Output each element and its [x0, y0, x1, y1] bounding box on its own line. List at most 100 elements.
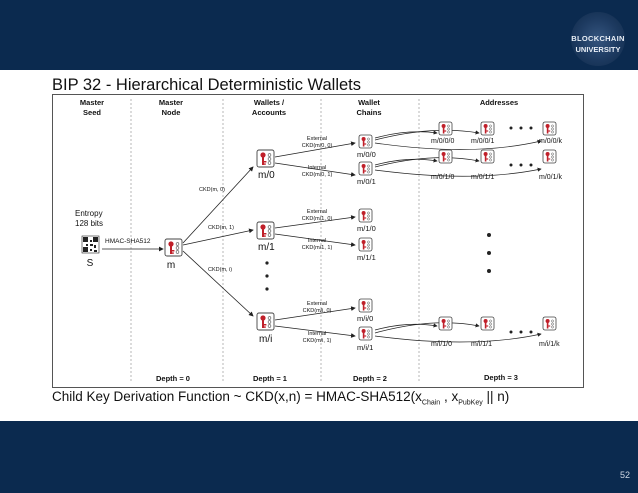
- curve-r2-a1: [374, 157, 480, 168]
- col-header-master-node: Master: [159, 98, 183, 107]
- addr-r3-0-key-icon: [438, 316, 453, 331]
- curve-r1-ak: [374, 139, 542, 150]
- chain-m1-external-ckd: CKD(m/1, 0): [302, 216, 333, 222]
- arrow-m0-internal: [274, 162, 356, 177]
- arrow-m-to-m1: [182, 228, 254, 246]
- curve-r3-a1: [374, 322, 480, 334]
- seed-label: S: [87, 258, 94, 269]
- depth-0-label: Depth = 0: [156, 374, 190, 383]
- col-header-wallet-chains: Wallet: [358, 98, 380, 107]
- addr-r1-k-label: m/0/0/k: [539, 138, 562, 145]
- addr-r1-k-key-icon: [542, 121, 557, 136]
- svg-text:Accounts: Accounts: [252, 108, 286, 117]
- chain-m11-key-icon: [358, 237, 373, 252]
- addr-r1-ellipsis: [509, 126, 513, 130]
- addr-r2-0-key-icon: [438, 149, 453, 164]
- curve-r3-ak: [374, 332, 542, 343]
- col-header-addresses: Addresses: [480, 98, 518, 107]
- addr-r2-k-label: m/0/1/k: [539, 174, 562, 181]
- chain-mi-external-title: External: [307, 301, 327, 307]
- arrow-mi-external: [274, 306, 356, 321]
- master-key-icon: [164, 238, 183, 257]
- chain-mi0-key-icon: [358, 298, 373, 313]
- col-header-master-seed: Master: [80, 98, 104, 107]
- addr-r1-1-key-icon: [480, 121, 495, 136]
- addr-r3-1-key-icon: [480, 316, 495, 331]
- column-dividers: [130, 99, 420, 383]
- curve-r1-a1: [374, 129, 480, 141]
- chain-m0-external-ckd: CKD(m/0, 0): [302, 143, 333, 149]
- chain-m10-key-icon: [358, 208, 373, 223]
- addr-r3-1-label: m/i/1/1: [471, 341, 492, 348]
- chain-m1-external-title: External: [307, 209, 327, 215]
- addr-r3-ellipsis: [509, 330, 513, 334]
- arrow-m0-external: [274, 141, 356, 158]
- ckd-m-i-label: CKD(m, i): [208, 267, 232, 273]
- ckd-m-0-label: CKD(m, 0): [199, 187, 225, 193]
- ckd-formula: Child Key Derivation Function ~ CKD(x,n)…: [52, 389, 510, 407]
- entropy-label: Entropy: [75, 209, 103, 218]
- arrow-m-to-m0: [182, 166, 254, 244]
- master-node-label: m: [167, 260, 175, 271]
- addr-r3-0-label: m/i/1/0: [431, 341, 452, 348]
- addr-r1-1-label: m/0/0/1: [471, 138, 494, 145]
- addr-r1-0-key-icon: [438, 121, 453, 136]
- chain-m1-internal-title: Internal: [308, 238, 326, 244]
- addresses-vertical-ellipsis: [487, 233, 491, 237]
- entropy-bits-label: 128 bits: [75, 219, 103, 228]
- addr-r3-k-key-icon: [542, 316, 557, 331]
- addr-r3-k-label: m/i/1/k: [539, 341, 560, 348]
- chain-m01-key-icon: [358, 161, 373, 176]
- accounts-ellipsis: [265, 261, 269, 291]
- chain-m10-label: m/1/0: [357, 224, 376, 233]
- account-m0-label: m/0: [258, 170, 275, 181]
- chain-mi0-label: m/i/0: [357, 314, 373, 323]
- footer-band: [0, 421, 638, 493]
- arrow-m1-external: [274, 215, 356, 229]
- depth-2-label: Depth = 2: [353, 374, 387, 383]
- chain-mi-external-ckd: CKD(m/i, 0): [303, 308, 332, 314]
- addr-r2-1-key-icon: [480, 149, 495, 164]
- svg-text:Node: Node: [162, 108, 181, 117]
- curve-r1-a0: [374, 130, 438, 139]
- seed-qr-icon: [81, 235, 100, 254]
- addr-r2-k-key-icon: [542, 149, 557, 164]
- chain-mi1-key-icon: [358, 326, 373, 341]
- col-header-wallets-accounts: Wallets /: [254, 98, 285, 107]
- chain-m00-label: m/0/0: [357, 150, 376, 159]
- chain-m0-internal-title: Internal: [308, 165, 326, 171]
- svg-text:Seed: Seed: [83, 108, 101, 117]
- chain-mi-internal-ckd: CKD(m/i, 1): [303, 338, 332, 344]
- account-mi-label: m/i: [259, 334, 272, 345]
- chain-m00-key-icon: [358, 134, 373, 149]
- account-mi-key-icon: [256, 312, 275, 331]
- arrow-mi-internal: [274, 325, 356, 338]
- arrow-m1-internal: [274, 233, 356, 247]
- chain-m01-label: m/0/1: [357, 177, 376, 186]
- svg-text:Chains: Chains: [356, 108, 381, 117]
- page-number: 52: [620, 470, 631, 480]
- arrow-m-to-mi: [182, 250, 254, 317]
- addr-r2-ellipsis: [509, 163, 513, 167]
- hmac-label: HMAC-SHA512: [105, 238, 151, 245]
- account-m1-key-icon: [256, 221, 275, 240]
- ckd-m-1-label: CKD(m, 1): [208, 225, 234, 231]
- curve-r2-ak: [374, 167, 542, 177]
- chain-m11-label: m/1/1: [357, 253, 376, 262]
- curve-r2-a0: [374, 158, 438, 166]
- header-band: [0, 0, 638, 70]
- addr-r1-0-label: m/0/0/0: [431, 138, 454, 145]
- blockchain-university-logo: BLOCKCHAIN UNIVERSITY: [571, 12, 625, 66]
- chain-mi1-label: m/i/1: [357, 343, 373, 352]
- account-m0-key-icon: [256, 149, 275, 168]
- depth-1-label: Depth = 1: [253, 374, 287, 383]
- addr-r2-0-label: m/0/1/0: [431, 174, 454, 181]
- account-m1-label: m/1: [258, 242, 275, 253]
- hd-wallet-diagram: Master Seed Master Node Wallets / Accoun…: [52, 94, 584, 388]
- chain-m0-external-title: External: [307, 136, 327, 142]
- depth-3-label: Depth = 3: [484, 373, 518, 382]
- addr-r2-1-label: m/0/1/1: [471, 174, 494, 181]
- chain-m1-internal-ckd: CKD(m/1, 1): [302, 245, 333, 251]
- chain-m0-internal-ckd: CKD(m/0, 1): [302, 172, 333, 178]
- slide-title: BIP 32 - Hierarchical Deterministic Wall…: [52, 76, 362, 94]
